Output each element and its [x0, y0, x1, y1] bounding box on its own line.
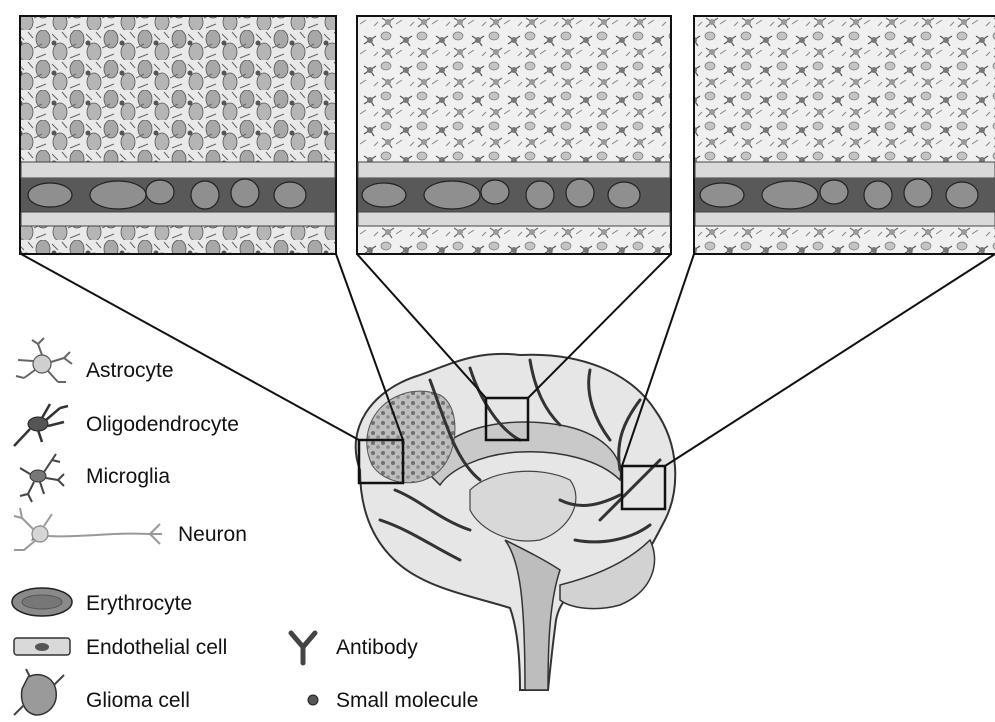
- legend-microglia-label: Microglia: [86, 466, 170, 487]
- legend-glioma-label: Glioma cell: [86, 690, 190, 711]
- microglia-icon: [20, 454, 64, 502]
- erythrocyte-icon: [12, 588, 72, 616]
- oligodendrocyte-icon: [14, 404, 68, 446]
- legend-astrocyte-label: Astrocyte: [86, 360, 174, 381]
- blood-vessel-2: [358, 162, 670, 226]
- panel-distant-brain: [694, 16, 995, 254]
- blood-vessel-1: [21, 162, 335, 226]
- glioma-cell-icon: [14, 669, 64, 715]
- small-molecule-icon: [308, 695, 318, 705]
- endothelial-cell-icon: [14, 638, 70, 655]
- blood-vessel-3: [695, 162, 995, 226]
- panel-tumor-core: [20, 16, 336, 254]
- neuron-icon: [14, 508, 162, 550]
- legend-small-molecule-label: Small molecule: [336, 690, 478, 711]
- antibody-icon: [291, 633, 315, 663]
- astrocyte-icon: [16, 338, 72, 382]
- legend-neuron-label: Neuron: [178, 524, 247, 545]
- legend-endothelial-label: Endothelial cell: [86, 637, 227, 658]
- legend-oligodendrocyte-label: Oligodendrocyte: [86, 414, 239, 435]
- legend-antibody-label: Antibody: [336, 637, 418, 658]
- panel-tumor-margin: [357, 16, 671, 254]
- legend-erythrocyte-label: Erythrocyte: [86, 593, 192, 614]
